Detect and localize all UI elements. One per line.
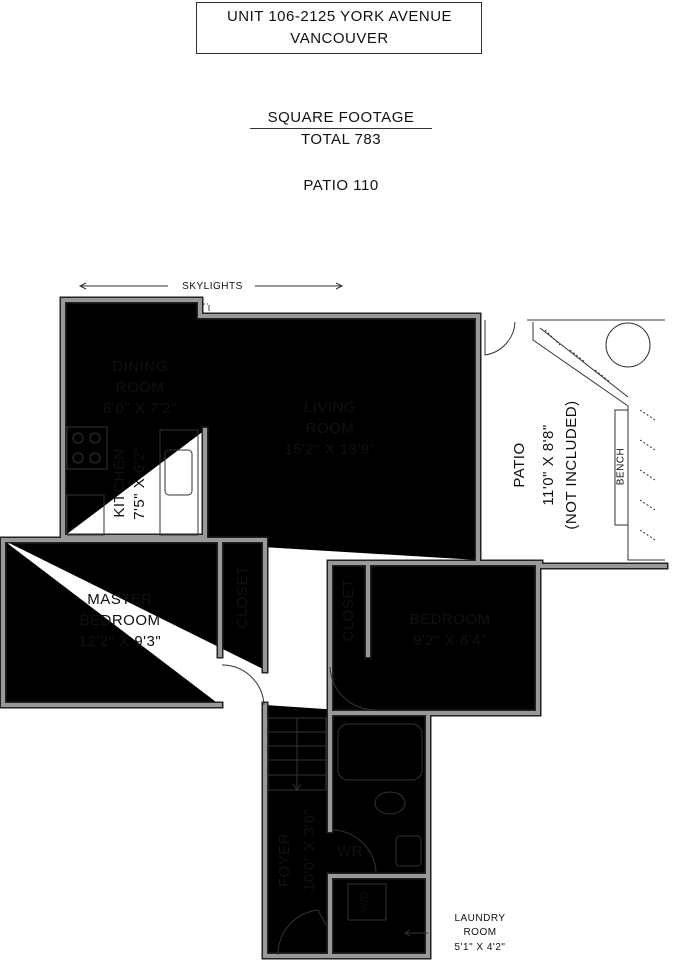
stairs [267,717,327,791]
bathtub-icon [337,723,423,781]
bedroom-size: 9'2" X 8'4" [413,632,487,649]
master-size: 12'2" X 9'3" [78,633,162,650]
dining-name1: DINING [112,358,168,375]
kitchen-name: KITCHEN [111,448,128,518]
skylights-label: SKYLIGHTS [170,280,255,293]
dining-size: 8'0" X 7'2" [103,400,177,417]
wd-label: W/D [359,891,371,912]
kitchen-fixtures [66,426,199,536]
tree-icon [605,322,651,368]
toilet-icon [374,791,406,815]
dining-name2: ROOM [115,379,165,396]
kitchen-size: 7'5" X 6'2" [131,446,148,520]
patio-name: PATIO [511,442,528,488]
vanity-sink-icon [395,835,422,867]
foyer-name: FOYER [276,832,293,888]
title-city: VANCOUVER [290,30,389,47]
master-name2: BEDROOM [79,612,161,629]
wr-label: WR [337,843,363,860]
patio-note: (NOT INCLUDED) [563,400,580,530]
fridge-icon [66,494,105,536]
patio-size: 11'0" X 8'8" [540,424,557,506]
title-box [196,2,482,54]
living-name1: LIVING [303,399,357,416]
footage-heading: SQUARE FOOTAGE [250,109,432,129]
foyer-size: 10'0" X 3'6" [301,808,318,892]
bedroom-name: BEDROOM [409,611,491,628]
laundry-name1: LAUNDRY [454,913,506,924]
bench-label: BENCH [615,447,627,486]
title-address: UNIT 106-2125 YORK AVENUE [226,8,453,25]
footage-total: TOTAL 783 [300,131,382,148]
stove-icon [66,426,108,470]
doors [221,320,516,956]
washer-dryer-icon [347,883,387,921]
living-size: 15'2" X 13'9" [284,441,376,458]
laundry-arrow [404,929,428,937]
bedroom-closet-label: CLOSET [340,578,357,642]
laundry-name2: ROOM [463,927,497,938]
sink-icon [164,449,193,496]
master-name1: MASTER [87,591,153,608]
bathroom-fixtures [337,723,428,937]
patio-outline [527,319,665,561]
living-name2: ROOM [305,420,355,437]
master-closet-label: CLOSET [234,565,251,629]
footage-patio: PATIO 110 [303,177,379,194]
laundry-size: 5'1" X 4'2" [454,942,506,953]
skylights-arrow [78,282,344,290]
walls [3,300,665,956]
